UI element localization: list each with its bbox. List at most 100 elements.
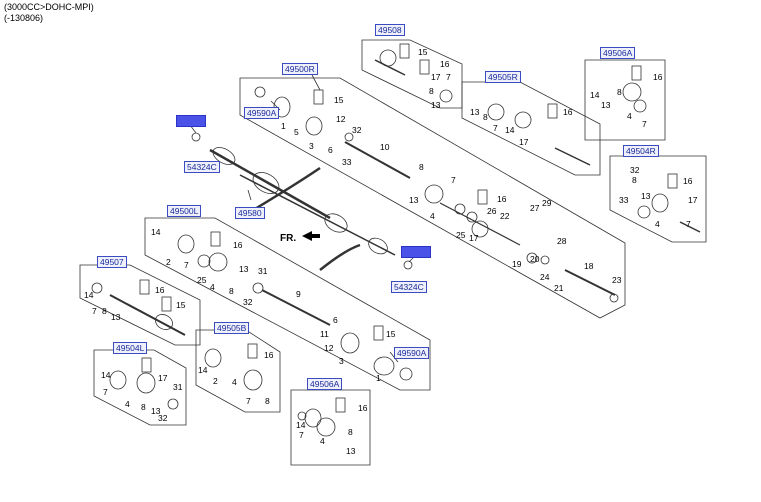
part-number: 7 [103, 387, 108, 397]
part-number: 29 [542, 198, 552, 208]
group-outline-49507 [79, 264, 201, 346]
part-number: 6 [333, 315, 338, 325]
part-number: 16 [563, 107, 573, 117]
part-number: 20 [530, 254, 540, 264]
part-number: 4 [232, 377, 237, 387]
part-number: 7 [493, 123, 498, 133]
part-number: 4 [430, 211, 435, 221]
ref-49590A-upper[interactable]: 49590A [244, 107, 280, 119]
part-number: 13 [151, 406, 161, 416]
part-number: 31 [173, 382, 183, 392]
part-number: 16 [683, 176, 693, 186]
ref-49500R[interactable]: 49500R [282, 63, 318, 75]
group-outline-49504L [93, 349, 187, 426]
part-number: 7 [642, 119, 647, 129]
part-number: 26 [487, 206, 497, 216]
part-number: 14 [101, 370, 111, 380]
part-number: 4 [627, 111, 632, 121]
part-number: 17 [519, 137, 529, 147]
part-number: 4 [655, 219, 660, 229]
ref-49500L[interactable]: 49500L [167, 205, 202, 217]
ref-49508[interactable]: 49508 [375, 24, 405, 36]
part-number: 2 [213, 376, 218, 386]
fr-arrow [302, 231, 320, 241]
ref-49504R[interactable]: 49504R [623, 145, 659, 157]
part-number: 15 [334, 95, 344, 105]
ref-49551-lower-highlighted[interactable]: 49551 [401, 246, 431, 258]
part-number: 17 [469, 233, 479, 243]
part-number: 8 [141, 402, 146, 412]
part-number: 16 [497, 194, 507, 204]
part-number: 17 [158, 373, 168, 383]
group-outline-49500L [144, 217, 431, 391]
part-number: 8 [483, 112, 488, 122]
part-number: 13 [601, 100, 611, 110]
engine-spec-header: (3000CC>DOHC-MPI) [4, 2, 94, 12]
part-number: 14 [151, 227, 161, 237]
part-number: 16 [653, 72, 663, 82]
ref-49505R[interactable]: 49505R [485, 71, 521, 83]
part-number: 15 [386, 329, 396, 339]
ref-49551-upper-highlighted[interactable]: 49551 [176, 115, 206, 127]
ref-49580[interactable]: 49580 [235, 207, 265, 219]
part-number: 13 [409, 195, 419, 205]
part-number: 14 [296, 420, 306, 430]
part-number: 8 [429, 86, 434, 96]
part-number: 4 [210, 282, 215, 292]
part-number: 32 [243, 297, 253, 307]
part-number: 16 [155, 285, 165, 295]
part-number: 17 [688, 195, 698, 205]
part-number: 14 [590, 90, 600, 100]
ref-54324C-lower[interactable]: 54324C [391, 281, 427, 293]
part-number: 3 [339, 356, 344, 366]
part-number: 23 [612, 275, 622, 285]
part-number: 25 [456, 230, 466, 240]
ref-49507[interactable]: 49507 [97, 256, 127, 268]
part-number: 7 [299, 430, 304, 440]
part-number: 32 [630, 165, 640, 175]
part-number: 32 [352, 125, 362, 135]
part-number: 7 [246, 396, 251, 406]
part-number: 17 [431, 72, 441, 82]
part-number: 7 [92, 306, 97, 316]
part-number: 5 [294, 127, 299, 137]
ref-49506A-right[interactable]: 49506A [600, 47, 636, 59]
part-number: 7 [184, 260, 189, 270]
part-number: 22 [500, 211, 510, 221]
ref-49590A-lower[interactable]: 49590A [394, 347, 430, 359]
part-number: 10 [380, 142, 390, 152]
part-number: 8 [265, 396, 270, 406]
ref-49506A-bottom[interactable]: 49506A [307, 378, 343, 390]
group-outline-49506A-bot [290, 389, 371, 466]
part-number: 15 [176, 300, 186, 310]
part-number: 15 [418, 47, 428, 57]
part-number: 19 [512, 259, 522, 269]
part-number: 16 [233, 240, 243, 250]
part-number: 28 [557, 236, 567, 246]
part-number: 4 [125, 399, 130, 409]
part-number: 8 [419, 162, 424, 172]
part-number: 14 [84, 290, 94, 300]
part-number: 12 [336, 114, 346, 124]
part-number: 6 [328, 145, 333, 155]
part-number: 8 [229, 286, 234, 296]
part-number: 13 [431, 100, 441, 110]
part-number: 32 [158, 413, 168, 423]
part-number: 7 [446, 72, 451, 82]
swoosh-curve-lower [319, 243, 361, 271]
group-outline-49500R [239, 77, 626, 319]
ref-49505B[interactable]: 49505B [214, 322, 250, 334]
part-number: 13 [470, 107, 480, 117]
ref-49504L[interactable]: 49504L [113, 342, 148, 354]
part-number: 12 [324, 343, 334, 353]
part-number: 11 [320, 329, 329, 339]
part-number: 8 [617, 87, 622, 97]
date-range-header: (-130806) [4, 13, 44, 23]
part-number: 3 [309, 141, 314, 151]
part-number: 7 [451, 175, 456, 185]
ref-54324C-upper[interactable]: 54324C [184, 161, 220, 173]
part-number: 14 [505, 125, 515, 135]
part-number: 33 [619, 195, 629, 205]
group-outline-49506A-top [584, 59, 666, 141]
